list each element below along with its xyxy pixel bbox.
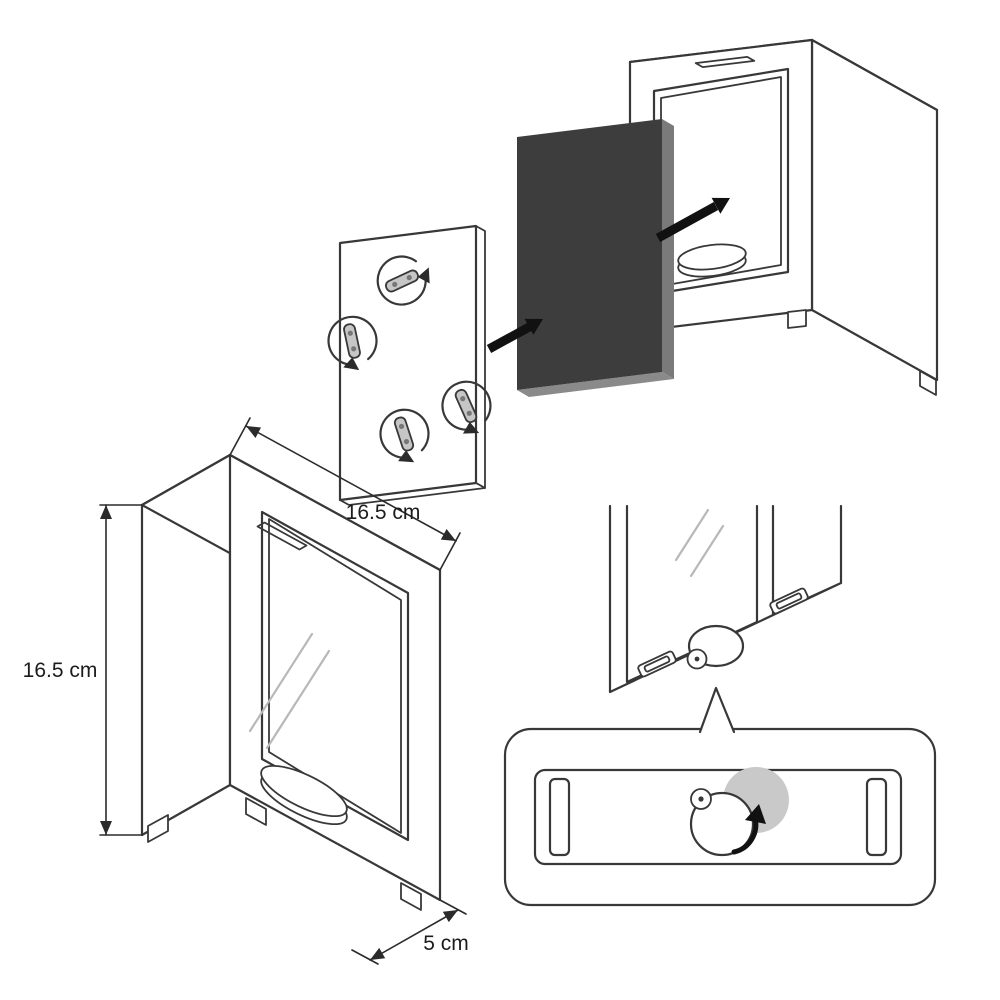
foot — [787, 309, 807, 329]
depth-dimension: 5 cm — [351, 899, 469, 965]
pad-inner — [775, 592, 803, 610]
screw-dot — [406, 275, 412, 281]
callout-pointer-outline — [698, 686, 736, 734]
screw-dot — [460, 396, 466, 402]
foot — [400, 882, 422, 911]
board-edge — [662, 119, 674, 379]
rotation-arrow-head — [462, 421, 480, 434]
arrow-head — [711, 197, 730, 214]
height-dimension-label: 16.5 cm — [23, 659, 98, 682]
dimension-arrow-head — [442, 910, 458, 923]
board-edge — [517, 372, 674, 397]
width-dimension-label: 16.5 cm — [346, 501, 421, 524]
dimension-line — [369, 909, 459, 961]
board-face — [517, 119, 662, 390]
bottom-hole — [677, 243, 747, 271]
round-cap-front — [689, 791, 755, 857]
rotation-arrow-icon — [731, 815, 759, 855]
base-pad — [769, 587, 809, 615]
mount-slot-left — [548, 777, 571, 857]
pad-outline — [637, 650, 677, 678]
dimension-arrow-head — [440, 529, 456, 541]
depth-dimension-label: 5 cm — [423, 932, 469, 955]
panel-edge — [475, 225, 486, 489]
arrow-shaft — [655, 202, 719, 242]
rotation-arrow-head — [745, 804, 766, 824]
rotating-clip — [441, 380, 492, 434]
rotating-clip — [327, 315, 378, 371]
pad-outline — [769, 587, 809, 615]
inner-lip — [268, 518, 402, 834]
screw-dot — [347, 330, 353, 336]
rotating-clip — [379, 408, 430, 463]
width-dimension: 16.5 cm — [229, 417, 461, 571]
side-face — [810, 38, 939, 382]
dimension-arrow-head — [100, 821, 112, 835]
extension-lines — [99, 504, 143, 836]
screw-dot — [466, 410, 472, 416]
rotation-arrow-head — [417, 267, 430, 284]
panel-face — [338, 224, 478, 502]
dimension-line — [245, 425, 457, 542]
arrow-shaft — [486, 322, 534, 353]
bottom-hole — [260, 764, 348, 818]
cap-tab-dot — [694, 656, 700, 662]
screw-dot — [403, 439, 410, 445]
height-dimension: 16.5 cm — [23, 504, 143, 836]
rotating-clip — [376, 255, 430, 306]
dimension-arrow-head — [100, 505, 112, 519]
rotation-arrow-icon — [379, 408, 430, 459]
extension-lines — [351, 899, 467, 965]
insert-direction-arrow-icon — [486, 318, 543, 353]
backing-board-drawing — [517, 119, 674, 397]
mount-slot-right — [865, 777, 888, 857]
callout-pointer — [700, 688, 734, 732]
inner-opening — [260, 510, 410, 842]
glass-reflection-lines — [248, 632, 331, 750]
foot — [147, 814, 169, 843]
rotation-arrow-head — [398, 450, 415, 463]
rotation-arrow-icon — [441, 380, 492, 431]
arrow-head — [524, 318, 543, 335]
glass-reflection-lines — [674, 508, 725, 578]
rotation-arrow-icon — [376, 255, 427, 306]
screw-dot — [392, 281, 398, 287]
assembled-frame-drawing — [628, 38, 939, 396]
screw-dot — [351, 346, 357, 352]
insert-direction-arrow-icon — [655, 197, 730, 242]
screw-dot — [398, 423, 405, 429]
back-panel-drawing — [327, 224, 492, 506]
coin-slot — [694, 56, 756, 68]
cap-tab-dot — [698, 796, 704, 802]
pad-inner — [643, 655, 671, 673]
rotation-arrow-head — [343, 357, 360, 371]
extension-lines — [229, 417, 461, 571]
base-pad — [637, 650, 677, 678]
dimension-arrow-head — [370, 947, 386, 960]
foot — [245, 797, 267, 826]
dimensioned-frame-drawing: 16.5 cm 16.5 cm 5 cm — [23, 417, 469, 965]
detail-callout — [503, 686, 937, 907]
foot — [919, 370, 937, 396]
base-detail-drawing — [608, 504, 843, 694]
coin-slot — [256, 521, 308, 551]
dimension-arrow-head — [246, 426, 261, 438]
rotation-arrow-icon — [327, 315, 378, 366]
